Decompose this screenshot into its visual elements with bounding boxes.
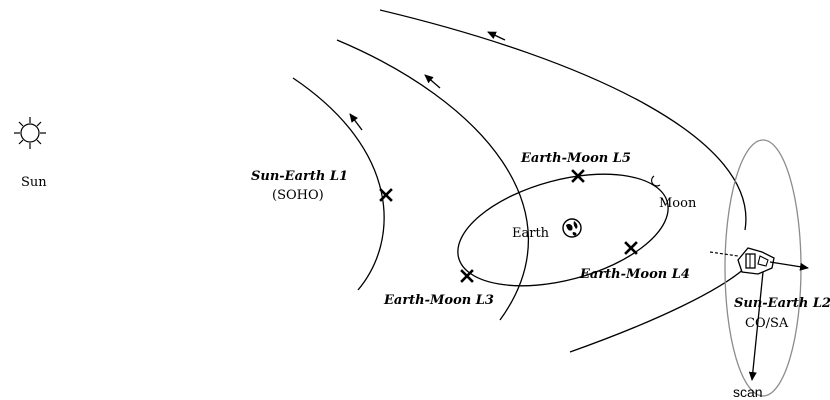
earth-moon-l4-label: Earth-Moon L4 (579, 267, 690, 282)
scan-arrow (748, 271, 764, 381)
earth-label: Earth (512, 226, 550, 241)
sun-label: Sun (21, 175, 47, 190)
scan-label: scan (733, 384, 763, 400)
earth-moon-l3-label: Earth-Moon L3 (383, 293, 494, 308)
orbit-arc-1 (292, 77, 385, 291)
orbit-arrow-1 (349, 113, 363, 131)
earth-moon-l3-x-mark-icon (460, 269, 474, 283)
earth-moon-l4-x-mark-icon (624, 241, 638, 255)
spacecraft-icon (737, 247, 775, 275)
earth-moon-orbit (457, 173, 669, 287)
orbit-arrow-2 (424, 74, 441, 89)
sun-earth-l1-label: Sun-Earth L1 (251, 169, 348, 184)
earth-moon-l5-label: Earth-Moon L5 (520, 151, 631, 166)
orbit-arc-2 (336, 39, 530, 321)
moon-label: Moon (659, 196, 697, 211)
earth-moon-l5-x-mark-icon (571, 169, 585, 183)
sun-earth-l1-sublabel: (SOHO) (272, 188, 324, 203)
earth-icon (562, 218, 582, 238)
moon-icon (651, 175, 661, 187)
l2-axis-tail (709, 251, 739, 257)
orbit-arrow-3 (487, 31, 506, 41)
sun-icon (14, 117, 46, 149)
orbit-arc-l2 (569, 267, 746, 353)
orbit-arc-3 (379, 9, 747, 231)
l2-axis-arrow (769, 261, 809, 271)
sun-earth-l2-label: Sun-Earth L2 (734, 296, 830, 311)
sun-earth-l1-x-mark-icon (379, 188, 393, 202)
sun-earth-l2-sublabel: CO/SA (745, 316, 789, 331)
